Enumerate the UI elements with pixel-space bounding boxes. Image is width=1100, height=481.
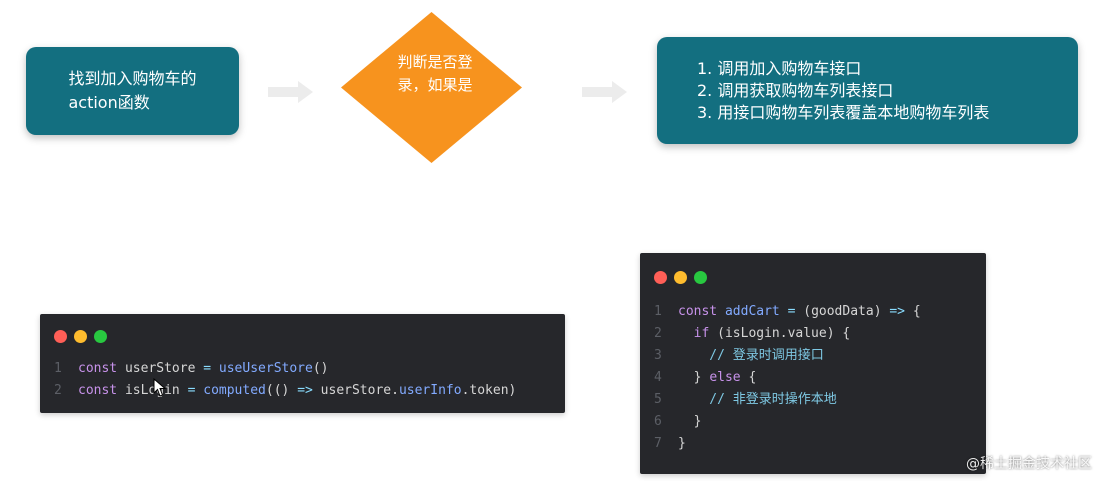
window-controls: [654, 271, 707, 284]
code-token: }: [678, 370, 710, 385]
code-token: =>: [297, 383, 321, 398]
code-token: {: [748, 370, 757, 385]
step-item: 2. 调用获取购物车列表接口: [697, 80, 894, 100]
code-token: }: [678, 414, 702, 429]
code-token: {: [912, 304, 921, 319]
code-token: computed: [203, 383, 266, 398]
code-token: =: [203, 361, 219, 376]
line-number: 2: [654, 326, 662, 341]
code-line: 1 const userStore = useUserStore(): [54, 358, 516, 380]
code-token: userInfo: [398, 383, 462, 398]
step-item: 3. 用接口购物车列表覆盖本地购物车列表: [697, 102, 990, 122]
code-text: // 登录时调用接口: [678, 345, 824, 367]
code-token: else: [709, 370, 749, 385]
minimize-dot-icon: [74, 330, 87, 343]
code-line: 5 // 非登录时操作本地: [654, 389, 921, 411]
code-text: if (isLogin.value) {: [678, 323, 851, 345]
code-token: (isLogin.value) {: [717, 326, 851, 341]
line-number: 2: [54, 383, 62, 398]
logged-in-steps-box: 1. 调用加入购物车接口 2. 调用获取购物车列表接口 3. 用接口购物车列表覆…: [657, 37, 1078, 144]
step-item: 1. 调用加入购物车接口: [697, 58, 862, 78]
maximize-dot-icon: [694, 271, 707, 284]
code-line: 2 if (isLogin.value) {: [654, 323, 921, 345]
code-text: }: [678, 433, 686, 455]
code-token: useUserStore: [218, 361, 313, 376]
code-text: const userStore = useUserStore(): [78, 358, 328, 380]
find-action-step-box: 找到加入购物车的 action函数: [26, 47, 239, 135]
close-dot-icon: [654, 271, 667, 284]
code-text: const isLogin = computed(() => userStore…: [78, 380, 516, 402]
code-token: =>: [889, 304, 913, 319]
code-text: // 非登录时操作本地: [678, 389, 837, 411]
code-lines: 1 const userStore = useUserStore() 2 const …: [54, 358, 516, 402]
line-number: 4: [654, 370, 662, 385]
code-line: 1 const addCart = (goodData) => {: [654, 301, 921, 323]
close-dot-icon: [54, 330, 67, 343]
code-token: userStore: [124, 361, 204, 376]
login-decision-diamond: [341, 12, 522, 163]
line-number: 5: [654, 392, 662, 407]
code-token: const: [78, 383, 125, 398]
code-token: (goodData): [803, 304, 890, 319]
code-token: =: [787, 304, 804, 319]
find-action-step-label: 找到加入购物车的 action函数: [68, 69, 197, 112]
code-text: } else {: [678, 367, 757, 389]
line-number: 3: [654, 348, 662, 363]
window-controls: [54, 330, 107, 343]
logged-in-steps-list: 1. 调用加入购物车接口 2. 调用获取购物车列表接口 3. 用接口购物车列表覆…: [657, 58, 989, 124]
line-number: 1: [654, 304, 662, 319]
maximize-dot-icon: [94, 330, 107, 343]
code-line: 3 // 登录时调用接口: [654, 345, 921, 367]
arrow-right-icon: [268, 81, 313, 103]
minimize-dot-icon: [674, 271, 687, 284]
login-decision-label: 判断是否登录，如果是: [397, 53, 473, 94]
line-number: 6: [654, 414, 662, 429]
code-token: userStore.: [320, 383, 399, 398]
code-text: const addCart = (goodData) => {: [678, 301, 921, 323]
code-token: =: [187, 383, 204, 398]
line-number: 7: [654, 436, 662, 451]
code-line: 4 } else {: [654, 367, 921, 389]
code-token: isLogin: [124, 383, 180, 398]
code-token: .token): [461, 383, 517, 398]
code-token: }: [678, 436, 686, 451]
code-token: if: [678, 326, 718, 341]
code-token: const: [678, 304, 725, 319]
code-token: ((): [265, 383, 298, 398]
code-token: // 非登录时操作本地: [678, 392, 837, 407]
line-number: 1: [54, 361, 62, 376]
code-window-is-login: 1 const userStore = useUserStore() 2 const …: [40, 314, 565, 413]
code-token: addCart: [724, 304, 788, 319]
arrow-right-icon: [582, 81, 627, 103]
code-line: 2 const isLogin = computed(() => userStor…: [54, 380, 516, 402]
code-text: }: [678, 411, 702, 433]
mouse-pointer-icon: [153, 378, 167, 397]
code-line: 6 }: [654, 411, 921, 433]
code-token: (): [312, 361, 329, 376]
code-line: 7}: [654, 433, 921, 455]
code-token: // 登录时调用接口: [678, 348, 824, 363]
watermark: @稀土掘金技术社区: [966, 456, 1092, 472]
code-token: const: [78, 361, 125, 376]
